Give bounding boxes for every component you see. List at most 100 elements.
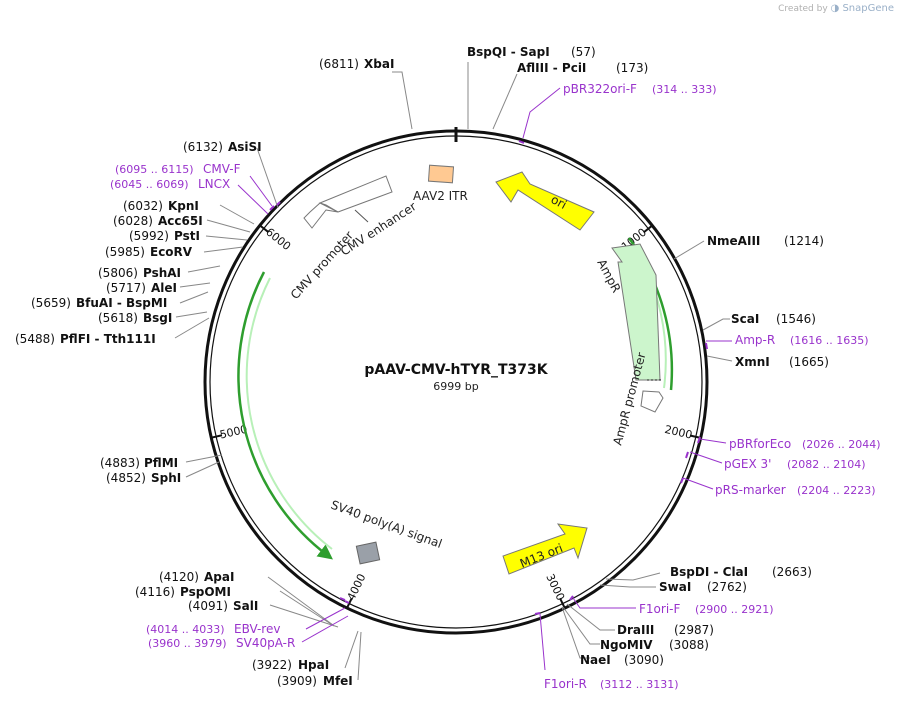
primer-f1ori-r[interactable]: F1ori-R — [544, 677, 587, 691]
primer-f1ori-f-range: (2900 .. 2921) — [695, 603, 774, 616]
feature-ampr-promoter[interactable] — [640, 390, 664, 413]
enzyme-bspqi[interactable]: BspQI - SapI — [467, 45, 550, 59]
enzyme-acc65i[interactable]: Acc65I — [158, 214, 203, 228]
feature-m13ori[interactable] — [502, 523, 588, 575]
primer-f1ori-f[interactable]: F1ori-F — [639, 602, 680, 616]
tick-label-5000: 5000 — [218, 423, 248, 442]
enzyme-sali-pos: (4091) — [188, 599, 228, 613]
enzyme-alei[interactable]: AleI — [151, 281, 177, 295]
enzyme-pflfi[interactable]: PflFI - Tth111I — [60, 332, 156, 346]
tick-label-3000: 3000 — [543, 572, 567, 603]
enzyme-bspdi[interactable]: BspDI - ClaI — [670, 565, 748, 579]
tick-5000 — [210, 434, 223, 439]
enzyme-mfei[interactable]: MfeI — [323, 674, 353, 688]
primer-prs-marker[interactable]: pRS-marker — [715, 483, 786, 497]
orf-arc-tyr-light — [245, 277, 333, 550]
enzyme-pshai[interactable]: PshAI — [143, 266, 181, 280]
enzyme-draiii[interactable]: DraIII — [617, 623, 654, 637]
feature-cmv-enhancer[interactable] — [318, 175, 393, 213]
primer-pbrforeco[interactable]: pBRforEco — [729, 437, 791, 451]
enzyme-xmni[interactable]: XmnI — [735, 355, 770, 369]
cmv-enh-leader — [354, 209, 369, 223]
enzyme-scai-pos: (1546) — [776, 312, 816, 326]
enzyme-nmeaiii[interactable]: NmeAIII — [707, 234, 760, 248]
enzyme-naei-pos: (3090) — [624, 653, 664, 667]
enzyme-pspomi[interactable]: PspOMI — [180, 585, 231, 599]
primer-cmv-f[interactable]: CMV-F — [203, 162, 241, 176]
enzyme-afliii-pos: (173) — [616, 61, 648, 75]
primer-marks — [269, 140, 708, 615]
enzyme-ngomiv[interactable]: NgoMIV — [600, 638, 653, 652]
snapgene-credit: Created by ◑ SnapGene — [778, 3, 894, 14]
primer-ebv-rev[interactable]: EBV-rev — [234, 622, 280, 636]
credit-prefix: Created by — [778, 4, 828, 14]
enzyme-bspqi-pos: (57) — [571, 45, 596, 59]
primer-labels: pBR322ori-F (314 .. 333) Amp-R (1616 .. … — [110, 82, 881, 691]
enzyme-ecorv-pos: (5985) — [105, 245, 145, 259]
feature-cmv-promoter-label: CMV promoter — [288, 228, 356, 302]
enzyme-afliii[interactable]: AflIII - PciI — [517, 61, 586, 75]
enzyme-nmeaiii-pos: (1214) — [784, 234, 824, 248]
enzyme-leaders — [174, 62, 733, 681]
enzyme-kpni[interactable]: KpnI — [168, 199, 199, 213]
primer-sv40pa-r-range: (3960 .. 3979) — [148, 637, 227, 650]
enzyme-pflmi-pos: (4883) — [100, 456, 140, 470]
enzyme-sali[interactable]: SalI — [233, 599, 258, 613]
enzyme-psti[interactable]: PstI — [174, 229, 200, 243]
enzyme-kpni-pos: (6032) — [123, 199, 163, 213]
primer-f1ori-r-range: (3112 .. 3131) — [600, 678, 679, 691]
enzyme-bsgi-pos: (5618) — [98, 311, 138, 325]
plasmid-name: pAAV-CMV-hTYR_T373K — [364, 362, 548, 378]
feature-sv40-polya[interactable] — [355, 541, 381, 565]
enzyme-sphi-pos: (4852) — [106, 471, 146, 485]
enzyme-bspdi-pos: (2663) — [772, 565, 812, 579]
feature-ori[interactable] — [495, 171, 595, 231]
primer-amp-r[interactable]: Amp-R — [735, 333, 775, 347]
enzyme-xmni-pos: (1665) — [789, 355, 829, 369]
enzyme-ecorv[interactable]: EcoRV — [150, 245, 193, 259]
enzyme-psti-pos: (5992) — [129, 229, 169, 243]
enzyme-scai[interactable]: ScaI — [731, 312, 759, 326]
enzyme-asisi-pos: (6132) — [183, 140, 223, 154]
enzyme-xbai-pos: (6811) — [319, 57, 359, 71]
enzyme-ngomiv-pos: (3088) — [669, 638, 709, 652]
snapgene-logo: ◑ SnapGene — [830, 3, 894, 14]
tick-label-4000: 4000 — [345, 572, 369, 603]
enzyme-hpai[interactable]: HpaI — [298, 658, 329, 672]
tick-label-6000: 6000 — [263, 225, 293, 253]
plasmid-size: 6999 bp — [433, 380, 478, 393]
enzyme-bfuai[interactable]: BfuAI - BspMI — [76, 296, 167, 310]
enzyme-bfuai-pos: (5659) — [31, 296, 71, 310]
orf-arc-tyr — [237, 271, 333, 560]
enzyme-asisi[interactable]: AsiSI — [228, 140, 262, 154]
feature-aav2-itr[interactable] — [427, 164, 455, 184]
primer-leaders — [237, 87, 732, 671]
primer-sv40pa-r[interactable]: SV40pA-R — [236, 636, 295, 650]
enzyme-sphi[interactable]: SphI — [151, 471, 181, 485]
enzyme-hpai-pos: (3922) — [252, 658, 292, 672]
primer-pgex3-range: (2082 .. 2104) — [787, 458, 866, 471]
enzyme-pshai-pos: (5806) — [98, 266, 138, 280]
primer-ebv-rev-range: (4014 .. 4033) — [146, 623, 225, 636]
enzyme-xbai[interactable]: XbaI — [364, 57, 394, 71]
enzyme-pspomi-pos: (4116) — [135, 585, 175, 599]
primer-lncx-range: (6045 .. 6069) — [110, 178, 189, 191]
enzyme-naei[interactable]: NaeI — [580, 653, 611, 667]
feature-cmv-promoter[interactable] — [303, 202, 339, 229]
enzyme-alei-pos: (5717) — [106, 281, 146, 295]
feature-ori-label: ori — [549, 192, 569, 212]
primer-amp-r-range: (1616 .. 1635) — [790, 334, 869, 347]
enzyme-apai[interactable]: ApaI — [204, 570, 234, 584]
enzyme-bsgi[interactable]: BsgI — [143, 311, 172, 325]
primer-pbr322ori-f-range: (314 .. 333) — [652, 83, 717, 96]
primer-pbrforeco-range: (2026 .. 2044) — [802, 438, 881, 451]
enzyme-pflmi[interactable]: PflMI — [144, 456, 178, 470]
feature-ampr[interactable] — [611, 243, 661, 381]
primer-pgex3[interactable]: pGEX 3' — [724, 457, 771, 471]
primer-pbr322ori-f[interactable]: pBR322ori-F — [563, 82, 637, 96]
enzyme-swai[interactable]: SwaI — [659, 580, 691, 594]
primer-lncx[interactable]: LNCX — [198, 177, 230, 191]
credit-brand: SnapGene — [842, 3, 894, 14]
tick-3000 — [559, 597, 567, 610]
enzyme-labels: (6811) XbaI BspQI - SapI (57) AflIII - P… — [15, 45, 829, 688]
